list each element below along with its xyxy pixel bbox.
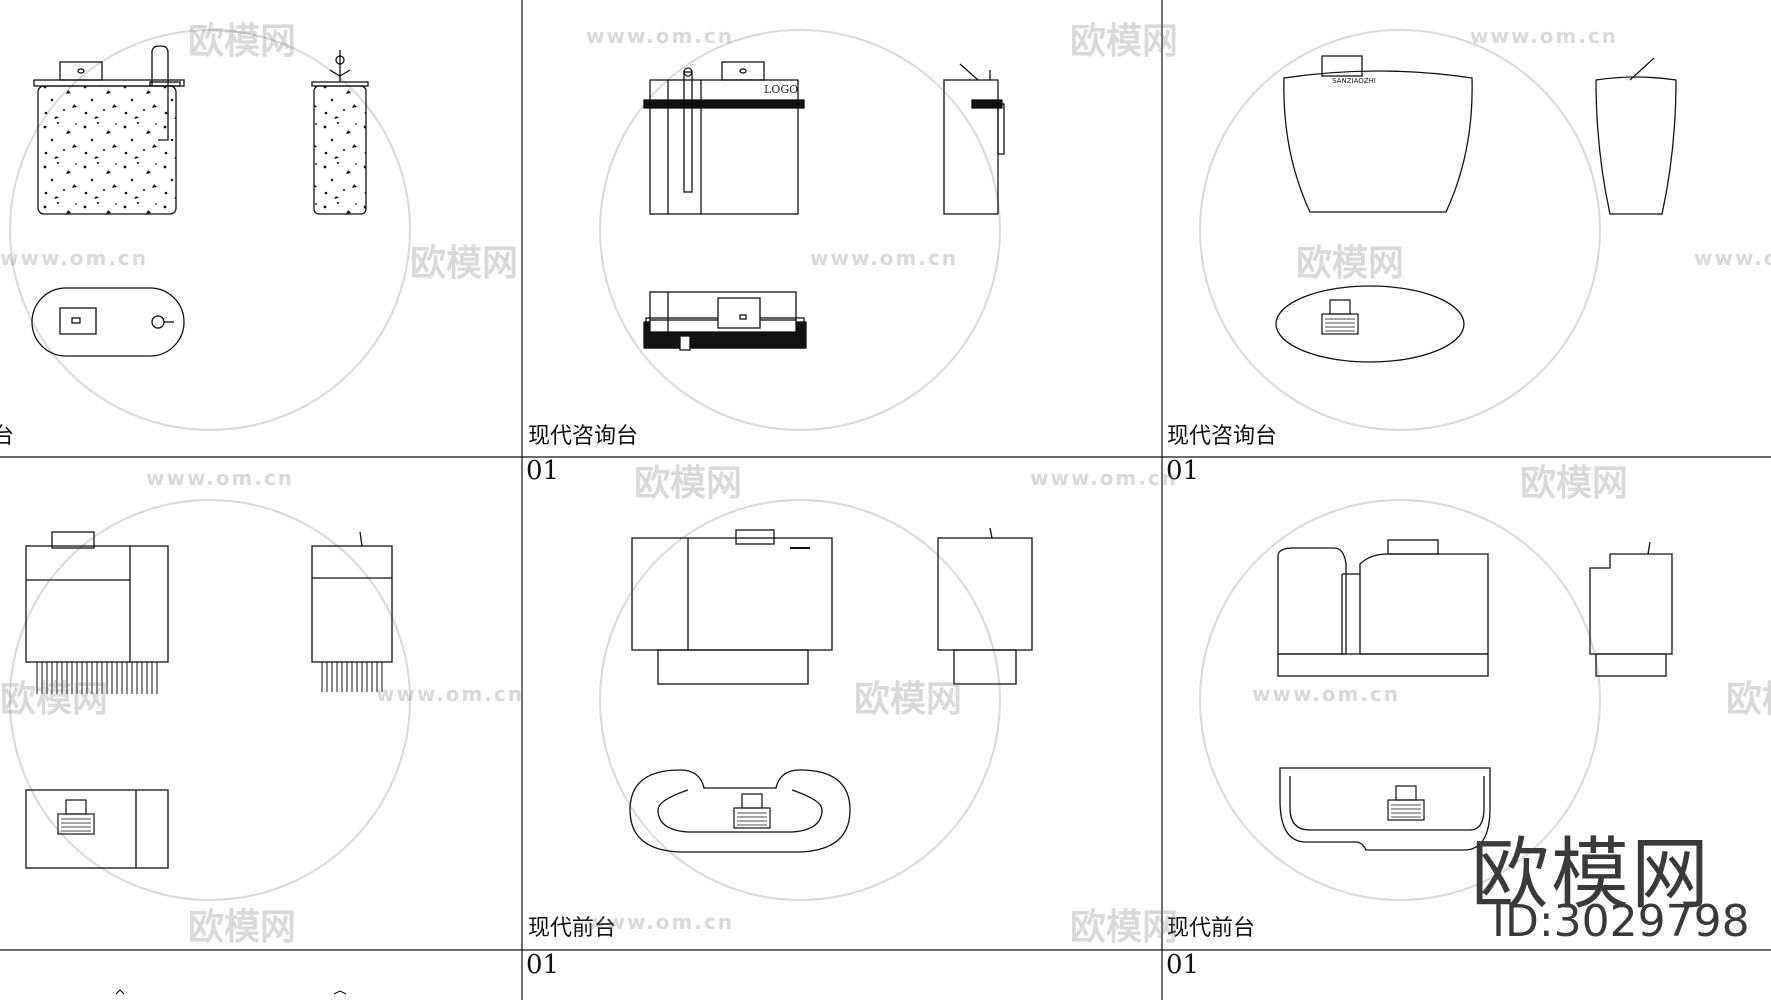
watermark-url: www.om.cn [586, 24, 735, 48]
caption-panel-8: 现代前台 [528, 916, 617, 941]
watermark-url: www.om.cn [1252, 682, 1401, 706]
watermark-url: www.om.cn [586, 910, 735, 934]
watermark-url: www.om.cn [0, 246, 149, 270]
watermark-logo: 欧模网 [1070, 21, 1179, 62]
model-id: ID:3029798 [1492, 896, 1750, 947]
caption-panel-3: 现代咨询台 [1167, 424, 1278, 449]
watermark-logo: 欧模网 [410, 243, 519, 284]
watermark-logo: 欧模网 [634, 463, 743, 504]
watermark-url: www.om.cn [810, 246, 959, 270]
watermark-logo: 欧模网 [188, 21, 297, 62]
caption-panel-1: 台 [0, 424, 15, 449]
watermark-url: www.om.cn [1470, 24, 1619, 48]
watermark-url: www.om.cn [1694, 246, 1771, 270]
desk-front-modern [1277, 539, 1673, 851]
number-panel-6: 01 [1166, 456, 1200, 486]
desk-front-curved [629, 527, 1033, 853]
number-panel-9: 01 [1166, 950, 1200, 980]
watermark-logo: 欧模网 [0, 679, 109, 720]
watermark-logo: 欧模网 [854, 679, 963, 720]
watermark-logo: 欧模网 [188, 907, 297, 948]
number-panel-8: 01 [526, 950, 560, 980]
caption-panel-9: 现代前台 [1167, 916, 1256, 941]
watermark-url: www.om.cn [376, 682, 525, 706]
watermark-logo: 欧模网 [1296, 243, 1405, 284]
brand-on-desk-label: SANZIAOZHI [1332, 77, 1376, 85]
watermark-url: www.om.cn [146, 466, 295, 490]
watermark-arcs [9, 29, 1601, 901]
desk-fringe [25, 531, 393, 869]
watermark-url: www.om.cn [1030, 466, 1179, 490]
caption-panel-2: 现代咨询台 [528, 424, 639, 449]
number-panel-5: 01 [526, 456, 560, 486]
next-row-partial [115, 989, 347, 995]
desk-terrazzo [31, 45, 369, 357]
watermark-logo: 欧模网 [1070, 907, 1179, 948]
desk-consult-rounded: SANZIAOZHI [1275, 55, 1677, 363]
watermark-logo: 欧模网 [1520, 463, 1629, 504]
logo-label: LOGO [764, 83, 798, 96]
desk-consult-logo: LOGO [643, 61, 1005, 351]
brand-logo-text: 欧模网 [1470, 830, 1711, 920]
watermark-logo: 欧模网 [1726, 679, 1771, 720]
